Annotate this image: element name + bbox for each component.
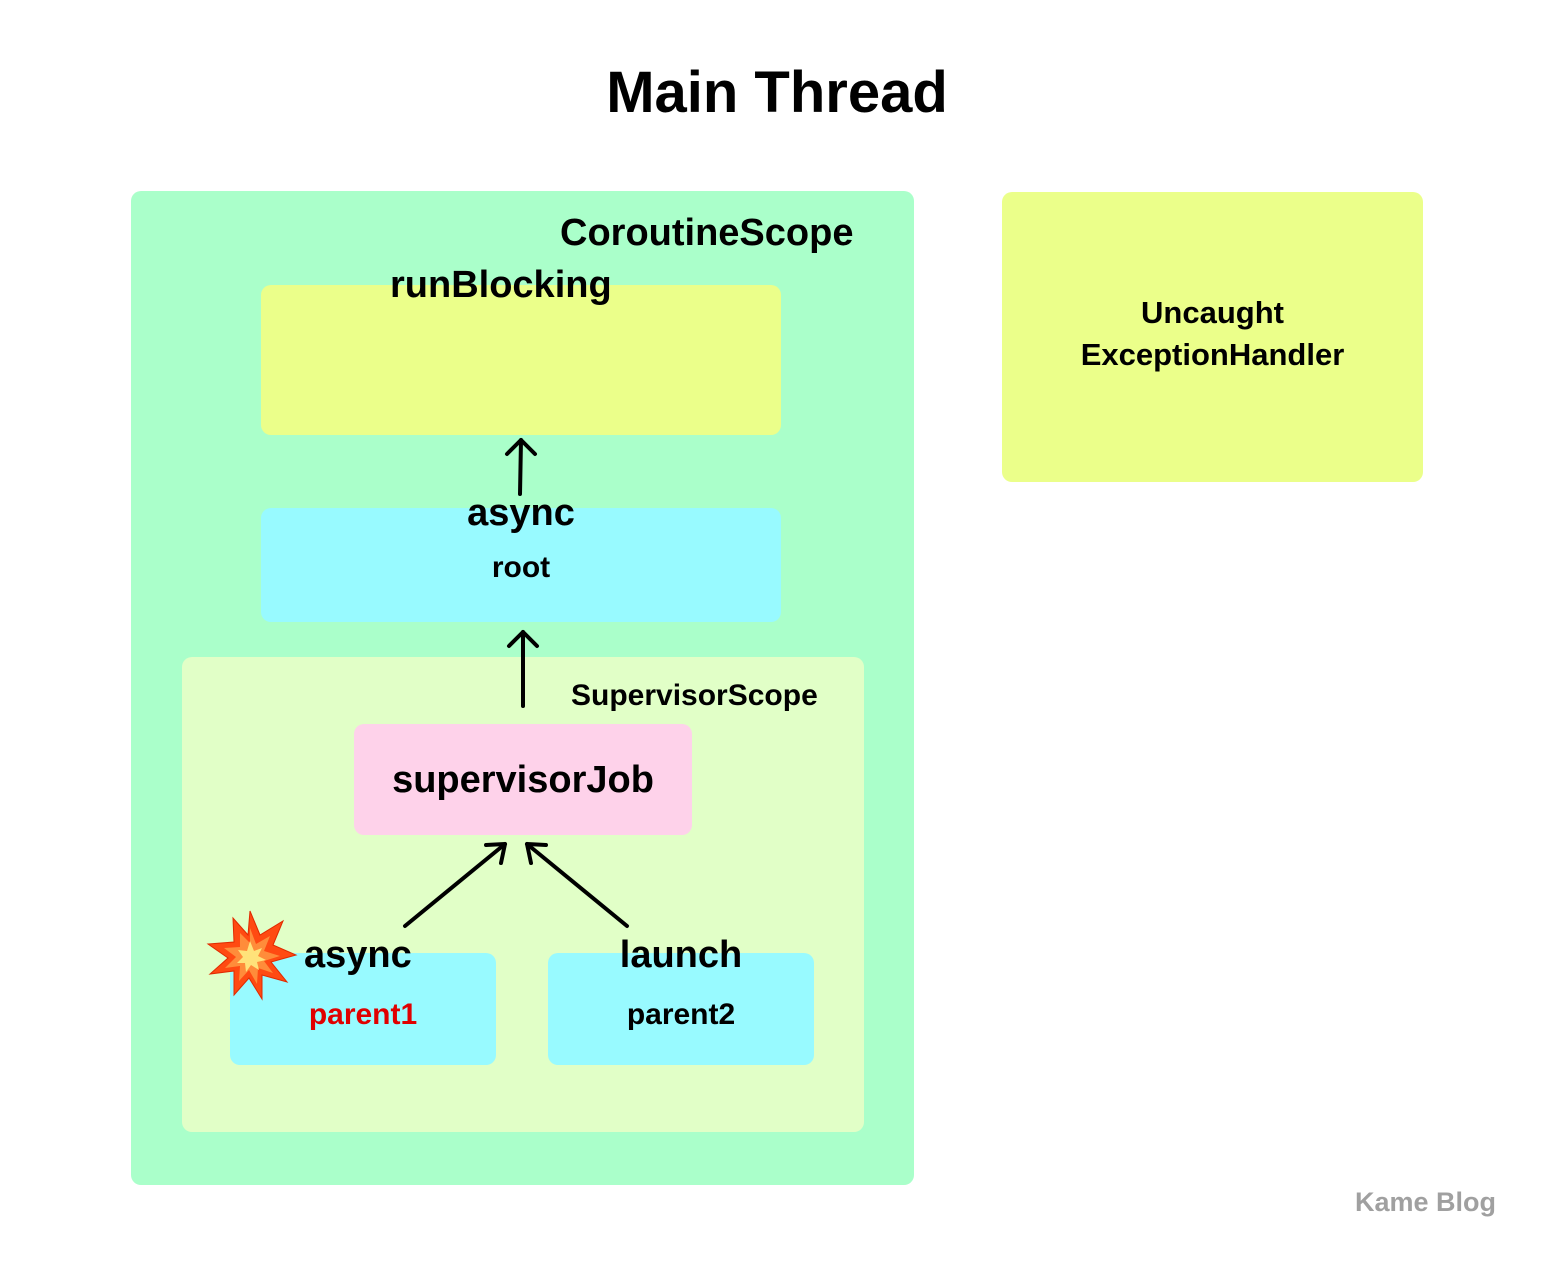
parent1-sublabel: parent1: [308, 998, 418, 1031]
arrow-root-to-runblocking: [505, 438, 537, 496]
async-root-sublabel: root: [491, 551, 551, 584]
exception-handler-box: [1002, 192, 1423, 482]
parent2-box: [548, 953, 814, 1065]
async-root-label: async: [467, 492, 575, 534]
run-blocking-box: [261, 285, 781, 435]
parent2-label: launch: [619, 934, 743, 976]
exception-handler-line2: ExceptionHandler: [1080, 337, 1345, 372]
supervisor-job-box: supervisorJob: [354, 724, 692, 835]
exception-handler-line1: Uncaught: [1141, 295, 1284, 330]
arrow-parent1-to-supervisorjob: [403, 842, 507, 928]
parent1-label: async: [304, 934, 412, 976]
explosion-icon: [206, 910, 298, 1001]
supervisor-scope-label: SupervisorScope: [571, 679, 818, 712]
diagram-title: Main Thread: [606, 60, 948, 125]
run-blocking-label: runBlocking: [390, 264, 612, 306]
exception-handler-label: Uncaught ExceptionHandler: [1002, 292, 1423, 376]
async-root-box: [261, 508, 781, 622]
arrow-parent2-to-supervisorjob: [525, 842, 629, 928]
watermark: Kame Blog: [1354, 1187, 1496, 1217]
supervisor-job-label: supervisorJob: [392, 758, 654, 801]
coroutine-scope-label: CoroutineScope: [560, 212, 854, 254]
parent2-sublabel: parent2: [626, 998, 736, 1031]
arrow-supervisorjob-to-root: [507, 630, 539, 708]
